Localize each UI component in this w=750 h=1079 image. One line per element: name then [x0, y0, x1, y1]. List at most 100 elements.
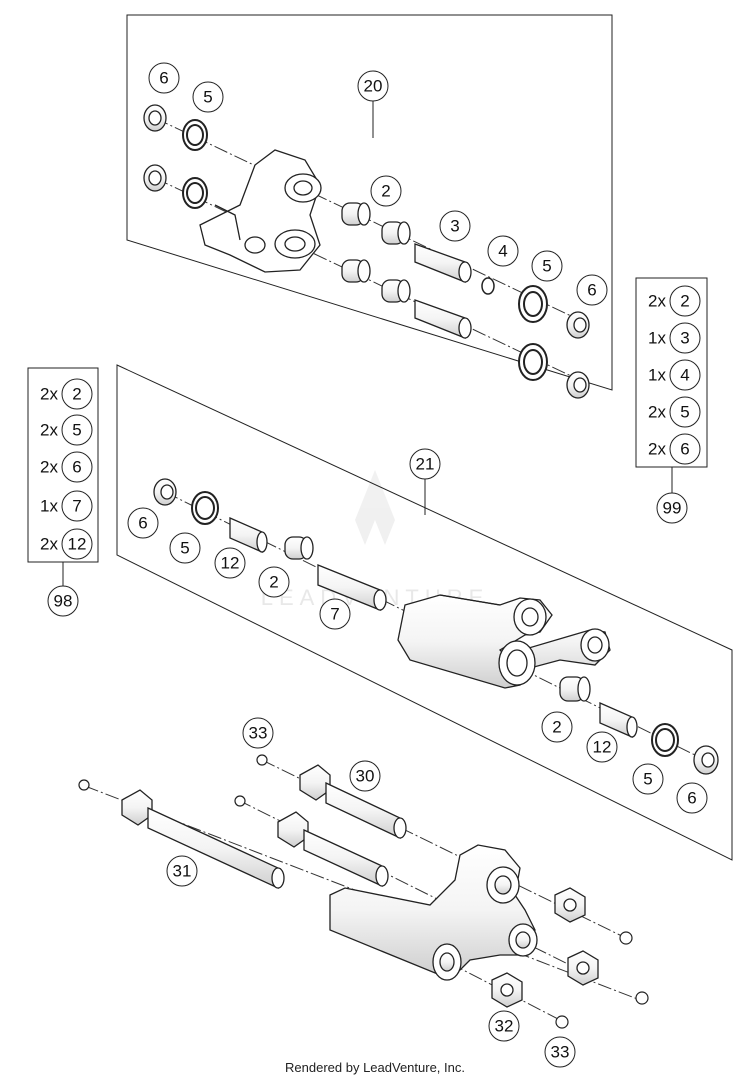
svg-text:6: 6 [680, 440, 689, 459]
svg-text:2x: 2x [648, 403, 666, 422]
svg-text:32: 32 [495, 1017, 514, 1036]
svg-text:12: 12 [593, 738, 612, 757]
svg-text:2: 2 [381, 182, 390, 201]
callout-mid-2: 2 [258, 566, 290, 598]
svg-text:7: 7 [72, 497, 81, 516]
bolt-30b [277, 811, 389, 888]
mid-seal-6b [693, 745, 719, 775]
callout-21: 21 [409, 448, 441, 480]
callout-20: 20 [357, 70, 389, 102]
svg-text:21: 21 [416, 455, 435, 474]
bolt-31 [121, 789, 285, 890]
callout-33a: 33 [242, 717, 274, 749]
top-seal-6b [566, 311, 590, 399]
mid-bearing-5b [651, 723, 679, 757]
svg-text:2: 2 [269, 573, 278, 592]
svg-text:1x: 1x [40, 497, 58, 516]
svg-text:2x: 2x [40, 421, 58, 440]
svg-text:2x: 2x [40, 385, 58, 404]
callout-31: 31 [166, 855, 198, 887]
kit-98-row: 1x 7 [40, 490, 93, 522]
mid-shaft-7 [317, 564, 387, 611]
kit-98-label: 98 [54, 592, 73, 611]
svg-text:2x: 2x [40, 458, 58, 477]
svg-text:4: 4 [498, 242, 507, 261]
kit-99-row: 1x 3 [648, 322, 701, 354]
mid-sleeve-12b [599, 702, 638, 738]
svg-text:2x: 2x [648, 440, 666, 459]
callout-top-3: 3 [439, 210, 471, 242]
svg-text:7: 7 [330, 605, 339, 624]
callout-mid-6b: 6 [676, 782, 708, 814]
mid-seal-6 [153, 478, 177, 506]
pull-rod-link [397, 594, 611, 689]
top-bearing-5b [518, 285, 548, 381]
svg-text:5: 5 [72, 421, 81, 440]
svg-text:2: 2 [552, 718, 561, 737]
kit-98-row: 2x 2 [40, 378, 93, 410]
mid-bushing-2 [284, 536, 314, 560]
callout-top-5a: 5 [192, 81, 224, 113]
rocker-arm [329, 844, 538, 981]
svg-text:33: 33 [551, 1043, 570, 1062]
callout-top-5b: 5 [531, 250, 563, 282]
linkage-housing [199, 149, 322, 273]
bottom-axis-lines [84, 759, 641, 1021]
callout-top-4: 4 [487, 235, 519, 267]
kit-99-row: 2x 6 [648, 433, 701, 465]
group-21-frame [116, 364, 733, 861]
grease-nipples-33 [78, 754, 649, 1029]
svg-text:6: 6 [72, 458, 81, 477]
svg-text:1x: 1x [648, 366, 666, 385]
svg-text:5: 5 [180, 539, 189, 558]
svg-text:30: 30 [356, 767, 375, 786]
callout-30: 30 [349, 760, 381, 792]
kit-98-row: 2x 5 [40, 414, 93, 446]
mid-bushing-2b [559, 676, 591, 702]
svg-text:6: 6 [138, 514, 147, 533]
callout-33b: 33 [544, 1036, 576, 1068]
callout-mid-7: 7 [319, 598, 351, 630]
svg-text:5: 5 [643, 770, 652, 789]
callout-mid-12: 12 [214, 547, 246, 579]
callout-mid-2b: 2 [541, 711, 573, 743]
group-20-frame [126, 14, 613, 391]
callout-mid-5b: 5 [632, 763, 664, 795]
footer-credit: Rendered by LeadVenture, Inc. [285, 1060, 465, 1075]
svg-text:5: 5 [542, 257, 551, 276]
nuts-32 [491, 887, 599, 1008]
svg-text:31: 31 [173, 862, 192, 881]
callout-top-6b: 6 [576, 274, 608, 306]
svg-text:2: 2 [680, 292, 689, 311]
callout-mid-5: 5 [169, 532, 201, 564]
svg-text:3: 3 [680, 329, 689, 348]
svg-text:1x: 1x [648, 329, 666, 348]
svg-text:4: 4 [680, 366, 689, 385]
kit-99-row: 1x 4 [648, 359, 701, 391]
callout-mid-12b: 12 [586, 731, 618, 763]
svg-text:6: 6 [687, 789, 696, 808]
callout-mid-6: 6 [127, 507, 159, 539]
top-bearing-5a [182, 119, 208, 209]
top-sleeve-3 [414, 243, 472, 339]
svg-text:12: 12 [68, 535, 87, 554]
kit-99-label: 99 [663, 499, 682, 518]
bolt-30 [299, 764, 407, 840]
svg-text:2: 2 [72, 385, 81, 404]
top-axis-lines [154, 117, 591, 386]
svg-text:5: 5 [203, 88, 212, 107]
kit-99-box: 99 [635, 277, 708, 524]
svg-text:3: 3 [450, 217, 459, 236]
top-seal-6a [143, 104, 167, 192]
top-bushing-2 [341, 202, 411, 303]
svg-text:12: 12 [221, 554, 240, 573]
svg-text:6: 6 [587, 281, 596, 300]
top-circlip-4 [481, 277, 495, 295]
callout-top-6a: 6 [148, 62, 180, 94]
